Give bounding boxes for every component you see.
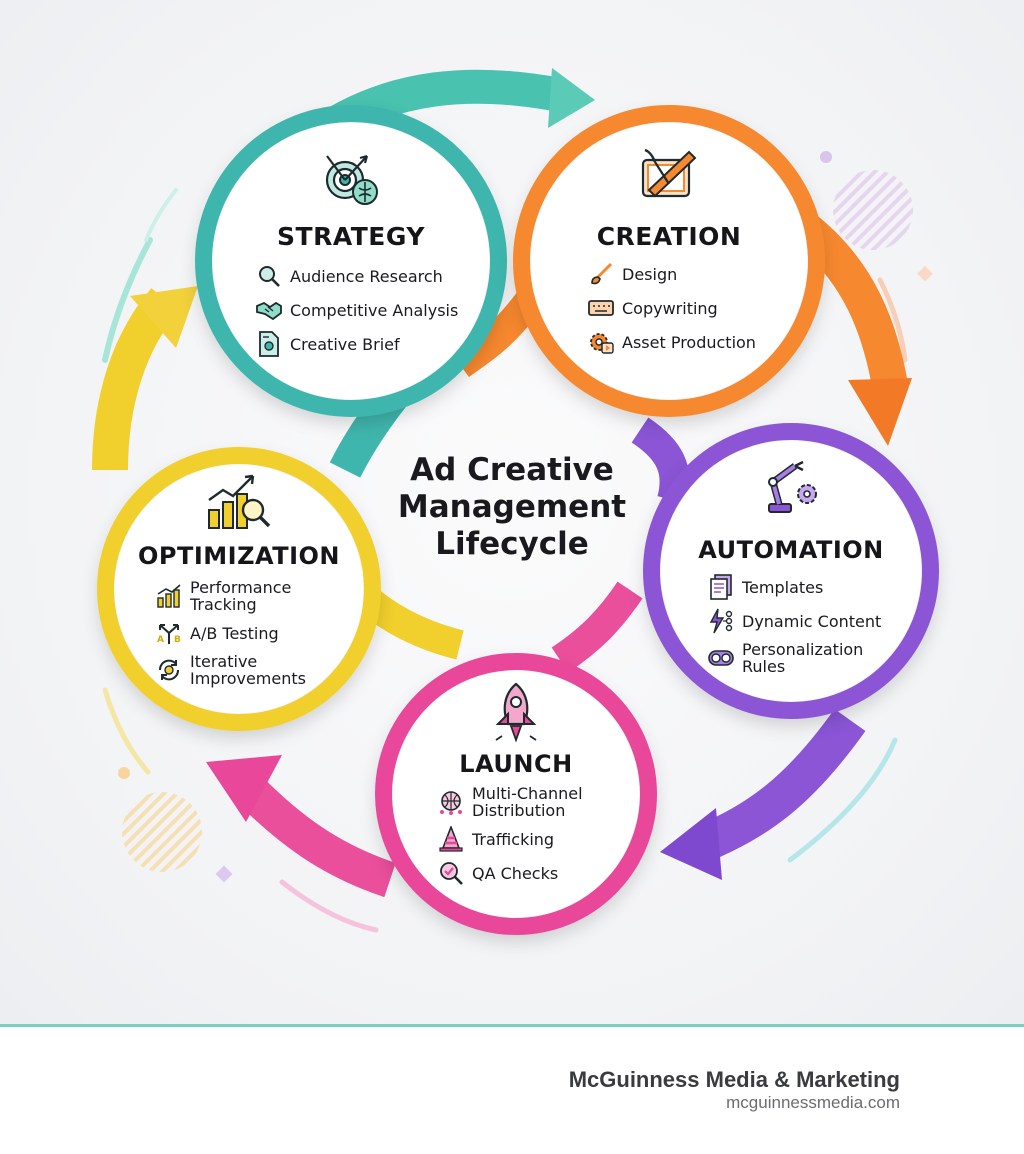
- magnifier-check-icon: [438, 860, 464, 886]
- arrowhead-purple: [660, 808, 722, 880]
- automation-item: Dynamic Content: [708, 604, 881, 638]
- arrowhead-pink: [206, 755, 282, 822]
- launch-item: QA Checks: [438, 856, 583, 890]
- bar-chart-icon: [156, 583, 182, 609]
- small-diamond: [917, 265, 933, 282]
- bolt-nodes-icon: [708, 608, 734, 634]
- striped-dot-top-right: [833, 170, 913, 250]
- easel-brush-pencil-icon: [641, 148, 697, 198]
- creation-item: Asset Production: [588, 325, 756, 359]
- automation-item: Templates: [708, 570, 881, 604]
- stage-launch: LAUNCH Multi-Channel Distribution Traffi…: [375, 653, 657, 935]
- target-brain-icon: [325, 154, 378, 205]
- stage-creation: CREATION Design Copywriting Asset Produc…: [513, 105, 825, 417]
- creation-title: CREATION: [596, 222, 742, 251]
- brand-url: mcguinnessmedia.com: [726, 1093, 900, 1112]
- arrowhead-teal: [548, 68, 595, 128]
- small-dot: [118, 767, 130, 779]
- optimization-item: Performance Tracking: [156, 576, 306, 616]
- globe-network-icon: [438, 789, 464, 815]
- automation-items: Templates Dynamic Content Personalizatio…: [708, 570, 881, 678]
- optimization-title: OPTIMIZATION: [137, 542, 340, 570]
- automation-item: Personalization Rules: [708, 638, 881, 678]
- arrowhead-yellow: [130, 286, 198, 348]
- launch-item: Trafficking: [438, 822, 583, 856]
- launch-title: LAUNCH: [459, 750, 573, 778]
- strategy-item: Creative Brief: [256, 327, 458, 361]
- strategy-item: Audience Research: [256, 259, 458, 293]
- gear-play-icon: [588, 329, 614, 355]
- cycle-gear-icon: [156, 657, 182, 683]
- decorative-streaks: [102, 188, 908, 933]
- bar-chart-magnifier-icon: [208, 474, 271, 529]
- automation-title: AUTOMATION: [698, 536, 884, 564]
- strategy-title: STRATEGY: [277, 222, 425, 251]
- magnifier-icon: [256, 263, 282, 289]
- striped-dot-bottom-left: [122, 792, 202, 872]
- stage-strategy: STRATEGY Audience Research Competitive A…: [195, 105, 507, 417]
- small-diamond: [215, 865, 233, 883]
- arrow-launch-tail: [551, 581, 643, 673]
- creation-items: Design Copywriting Asset Production: [588, 257, 756, 359]
- paintbrush-icon: [588, 261, 614, 287]
- traffic-cone-icon: [438, 826, 464, 852]
- arrow-launch-to-optimization: [237, 777, 396, 898]
- footer: McGuinness Media & Marketing mcguinnessm…: [0, 1024, 1024, 1154]
- small-dot: [820, 151, 832, 163]
- rocket-icon: [495, 682, 537, 743]
- diagram-title: Ad Creative Management Lifecycle: [372, 452, 652, 563]
- stacked-pages-icon: [708, 574, 734, 600]
- brand-name: McGuinness Media & Marketing: [568, 1067, 900, 1092]
- diagram-title-text: Ad Creative Management Lifecycle: [397, 452, 627, 562]
- keyboard-icon: [588, 295, 614, 321]
- diagram-canvas: STRATEGY Audience Research Competitive A…: [0, 0, 1024, 1024]
- svg-text:A: A: [157, 635, 164, 645]
- robot-arm-gear-icon: [768, 460, 817, 513]
- arrowhead-orange: [848, 378, 912, 446]
- document-bulb-icon: [256, 331, 282, 357]
- stage-automation: AUTOMATION Templates Dynamic Content Per…: [643, 423, 939, 719]
- handshake-icon: [256, 297, 282, 323]
- toggle-user-icon: [708, 645, 734, 671]
- strategy-items: Audience Research Competitive Analysis C…: [256, 259, 458, 361]
- svg-text:B: B: [174, 635, 181, 645]
- optimization-item: Iterative Improvements: [156, 650, 306, 690]
- arrow-automation-to-launch: [692, 708, 866, 863]
- creation-item: Design: [588, 257, 756, 291]
- strategy-item: Competitive Analysis: [256, 293, 458, 327]
- launch-items: Multi-Channel Distribution Trafficking Q…: [438, 782, 583, 890]
- creation-item: Copywriting: [588, 291, 756, 325]
- launch-item: Multi-Channel Distribution: [438, 782, 583, 822]
